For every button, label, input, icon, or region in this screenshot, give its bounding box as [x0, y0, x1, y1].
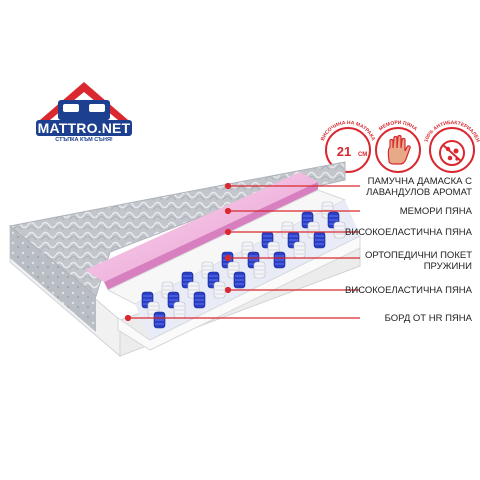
- layer-label-hr-board: БОРД ОТ HR ПЯНА: [384, 313, 472, 324]
- pocket-springs: [141, 201, 346, 329]
- logo-brand: MATTRO.NET: [36, 120, 132, 136]
- layer-label-pocket-springs: ОРТОПЕДИЧНИ ПОКЕТ ПРУЖИНИ: [364, 250, 472, 272]
- layer-label-hr-foam-top: ВИСОКОЕЛАСТИЧНА ПЯНА: [345, 227, 472, 238]
- height-unit: СМ: [358, 152, 367, 158]
- logo-tagline: СТЪПКА КЪМ СЪНЯ!: [55, 137, 113, 143]
- spring-bed: [135, 200, 360, 340]
- height-badge: ВИСОЧИНА НА МАТРАКА 21 СМ: [320, 120, 376, 173]
- height-value: 21: [337, 144, 351, 159]
- hand-print-icon: [387, 134, 411, 165]
- leader-lines: [124, 182, 360, 322]
- memory-foam-layer: [85, 172, 318, 282]
- layer-label-fabric: ПАМУЧНА ДАМАСКА С ЛАВАНДУЛОВ АРОМАТ: [366, 176, 472, 198]
- layer-label-hr-foam-bottom: ВИСОКОЕЛАСТИЧНА ПЯНА: [345, 285, 472, 296]
- hr-foam-bottom: [117, 235, 361, 351]
- antibacterial-badge: 100% АНТИБАКТЕРИАЛЕН: [423, 120, 480, 173]
- no-bacteria-icon: [439, 140, 465, 166]
- layer-label-memory-foam: МЕМОРИ ПЯНА: [399, 206, 472, 217]
- mattress-side-fabric: [10, 226, 96, 332]
- logo-house-icon: [40, 82, 128, 120]
